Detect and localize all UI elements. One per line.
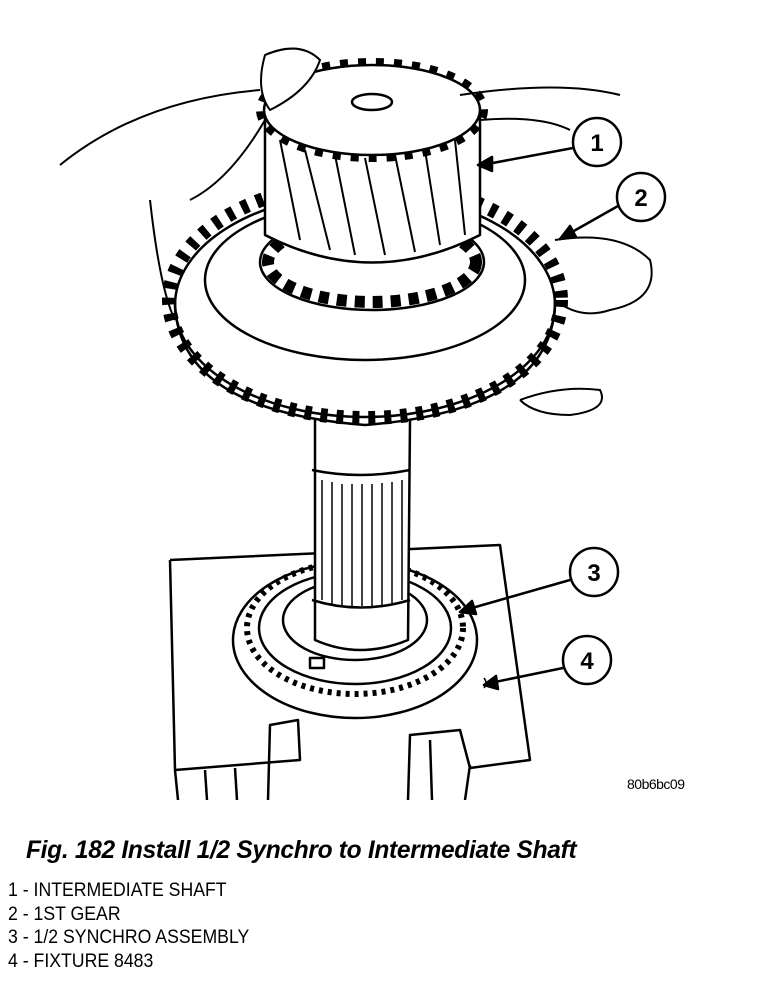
legend-item: 1 - INTERMEDIATE SHAFT xyxy=(8,880,227,901)
legend-item: 3 - 1/2 SYNCHRO ASSEMBLY xyxy=(8,927,250,948)
legend-item: 2 - 1ST GEAR xyxy=(8,903,121,925)
callout-3: 3 xyxy=(568,546,620,598)
gear-installation-illustration: 1 2 3 4 xyxy=(59,47,667,800)
callout-label: 2 xyxy=(634,185,647,212)
hands xyxy=(59,47,653,416)
callout-label: 4 xyxy=(580,648,594,675)
figure-legend: 1 - INTERMEDIATE SHAFT 2 - 1ST GEAR 3 - … xyxy=(8,879,249,973)
callout-4: 4 xyxy=(561,634,613,686)
intermediate-shaft-gear xyxy=(256,58,488,312)
callout-1: 1 xyxy=(571,116,623,168)
figure-caption: Fig. 182 Install 1/2 Synchro to Intermed… xyxy=(26,836,577,864)
figure-code: 80b6bc09 xyxy=(627,776,685,792)
callout-label: 1 xyxy=(590,130,603,157)
intermediate-shaft xyxy=(311,419,412,652)
legend-item: 4 - FIXTURE 8483 xyxy=(8,950,154,972)
callout-label: 3 xyxy=(587,560,600,587)
callout-2: 2 xyxy=(615,171,667,223)
callout-leaders xyxy=(458,146,619,691)
